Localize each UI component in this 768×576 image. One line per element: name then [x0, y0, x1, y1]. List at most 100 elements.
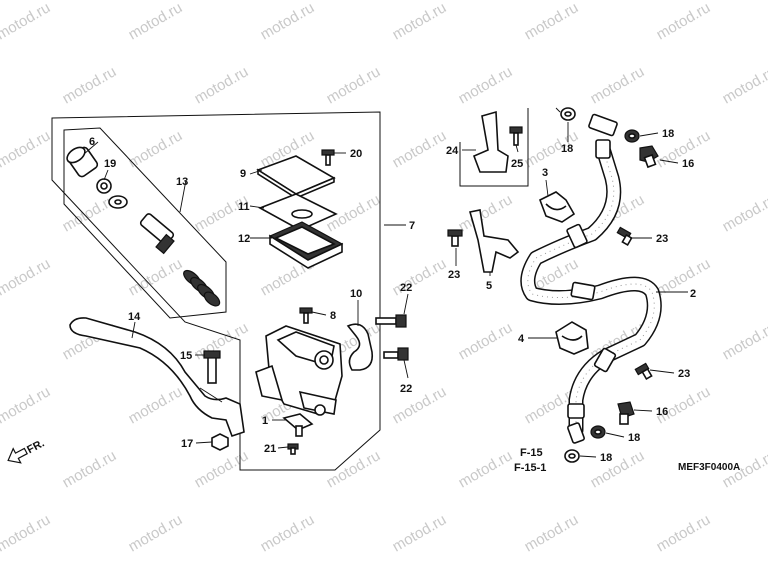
- watermark-text: motod.ru: [654, 0, 714, 43]
- watermark-text: motod.ru: [126, 0, 186, 43]
- watermark-text: motod.ru: [0, 383, 53, 427]
- watermark-text: motod.ru: [720, 319, 768, 363]
- callout-23-upper: 23: [656, 233, 668, 245]
- watermark-text: motod.ru: [588, 447, 648, 491]
- callout-22-lower: 22: [400, 383, 412, 395]
- watermark-text: motod.ru: [390, 511, 450, 555]
- diaphragm-inner: [274, 226, 336, 255]
- callout-22-upper: 22: [400, 282, 412, 294]
- callout-23-stay: 23: [448, 269, 460, 281]
- piston-kit-group-frame: [63, 127, 227, 319]
- watermark-text: motod.ru: [192, 191, 252, 235]
- callout-9: 9: [240, 168, 246, 180]
- watermark-text: motod.ru: [654, 255, 714, 299]
- callout-18-lower-a: 18: [628, 432, 640, 444]
- watermark-text: motod.ru: [60, 447, 120, 491]
- stay-bolt: [447, 229, 463, 247]
- front-direction-label: FR.: [25, 437, 46, 456]
- callout-12: 12: [238, 233, 250, 245]
- switch-screw-21: [287, 443, 299, 455]
- watermark-text: motod.ru: [60, 63, 120, 107]
- watermark-text: motod.ru: [192, 319, 252, 363]
- callout-3: 3: [542, 167, 548, 179]
- front-brake-hose: [520, 113, 662, 444]
- callout-7: 7: [409, 220, 415, 232]
- sealing-washer-lower-a: [590, 425, 606, 439]
- callout-18-upper-b: 18: [662, 128, 674, 140]
- reference-f15: F-15: [520, 447, 543, 459]
- bracket-group-frame: [459, 108, 529, 187]
- watermark-text: motod.ru: [390, 383, 450, 427]
- dust-boot-opening: [66, 146, 86, 164]
- watermark-text: motod.ru: [456, 63, 516, 107]
- sealing-washer-lower-b: [564, 449, 580, 463]
- callout-1: 1: [262, 415, 268, 427]
- sealing-washer-upper-a: [560, 107, 576, 121]
- switch-screw: [299, 307, 313, 324]
- callouts: 6 19 13 14 15 17 9 11 12 20 7 8 10 22 22…: [89, 128, 696, 464]
- watermark-text: motod.ru: [0, 511, 53, 555]
- watermark-text: motod.ru: [456, 447, 516, 491]
- callout-14: 14: [128, 311, 141, 323]
- callout-20: 20: [350, 148, 362, 160]
- master-cylinder-group-frame: [51, 111, 381, 471]
- callout-11: 11: [238, 201, 250, 213]
- pivot-bolt-head: [203, 350, 221, 359]
- pivot-nut: [211, 433, 229, 451]
- clamp-bolt-upper: [616, 226, 633, 247]
- watermark-text: motod.ru: [126, 383, 186, 427]
- watermark-text: motod.ru: [588, 63, 648, 107]
- callout-8: 8: [330, 310, 336, 322]
- watermark-text: motod.ru: [390, 127, 450, 171]
- brake-light-switch: [282, 413, 314, 437]
- watermark-text: motod.ru: [720, 191, 768, 235]
- hose-stay: [468, 209, 520, 273]
- callout-18-lower-b: 18: [600, 452, 612, 464]
- sealing-washer-upper-b: [624, 129, 640, 143]
- watermark-text: motod.ru: [456, 319, 516, 363]
- holder-bolt-lower: [383, 347, 409, 361]
- set-plate-hole: [291, 209, 313, 219]
- watermark-text: motod.ru: [192, 447, 252, 491]
- hose-clamp-lower: [555, 321, 589, 355]
- callout-2: 2: [690, 288, 696, 300]
- callout-6: 6: [89, 136, 95, 148]
- callout-25: 25: [511, 158, 523, 170]
- master-cylinder-body: [255, 325, 343, 416]
- pivot-bolt: [207, 354, 217, 384]
- callout-23-lower: 23: [678, 368, 690, 380]
- brake-lever: [69, 317, 245, 438]
- master-cylinder-holder: [346, 323, 374, 371]
- watermark-text: motod.ru: [324, 63, 384, 107]
- oil-bolt-upper: [639, 145, 659, 169]
- hose-clamp-bracket: [472, 110, 509, 173]
- lever-detail-line: [199, 387, 223, 403]
- callout-19: 19: [104, 158, 116, 170]
- callout-4: 4: [518, 333, 525, 345]
- watermark-text: motod.ru: [522, 0, 582, 43]
- hose-clamp-upper: [538, 191, 576, 223]
- callout-16-lower: 16: [656, 406, 668, 418]
- watermark-text: motod.ru: [522, 511, 582, 555]
- watermark-text: motod.ru: [0, 127, 53, 171]
- callout-17: 17: [181, 438, 193, 450]
- watermark-text: motod.ru: [456, 191, 516, 235]
- watermark-text: motod.ru: [126, 511, 186, 555]
- watermark-text: motod.ru: [258, 0, 318, 43]
- watermark-text: motod.ru: [192, 63, 252, 107]
- diagram-code: MEF3F0400A: [678, 462, 740, 473]
- callout-24: 24: [446, 145, 459, 157]
- front-direction-arrow: FR.: [7, 437, 46, 464]
- callout-18-upper-a: 18: [561, 143, 573, 155]
- clamp-bolt-lower: [634, 362, 653, 381]
- circlip-hole: [100, 182, 108, 190]
- holder-bolt-upper: [375, 314, 407, 328]
- watermark-text: motod.ru: [720, 63, 768, 107]
- reference-f15-1: F-15-1: [514, 462, 546, 474]
- leader-lines: [83, 107, 688, 458]
- watermark-text: motod.ru: [390, 255, 450, 299]
- cap-screw: [321, 149, 335, 166]
- oil-bolt-lower: [617, 401, 635, 425]
